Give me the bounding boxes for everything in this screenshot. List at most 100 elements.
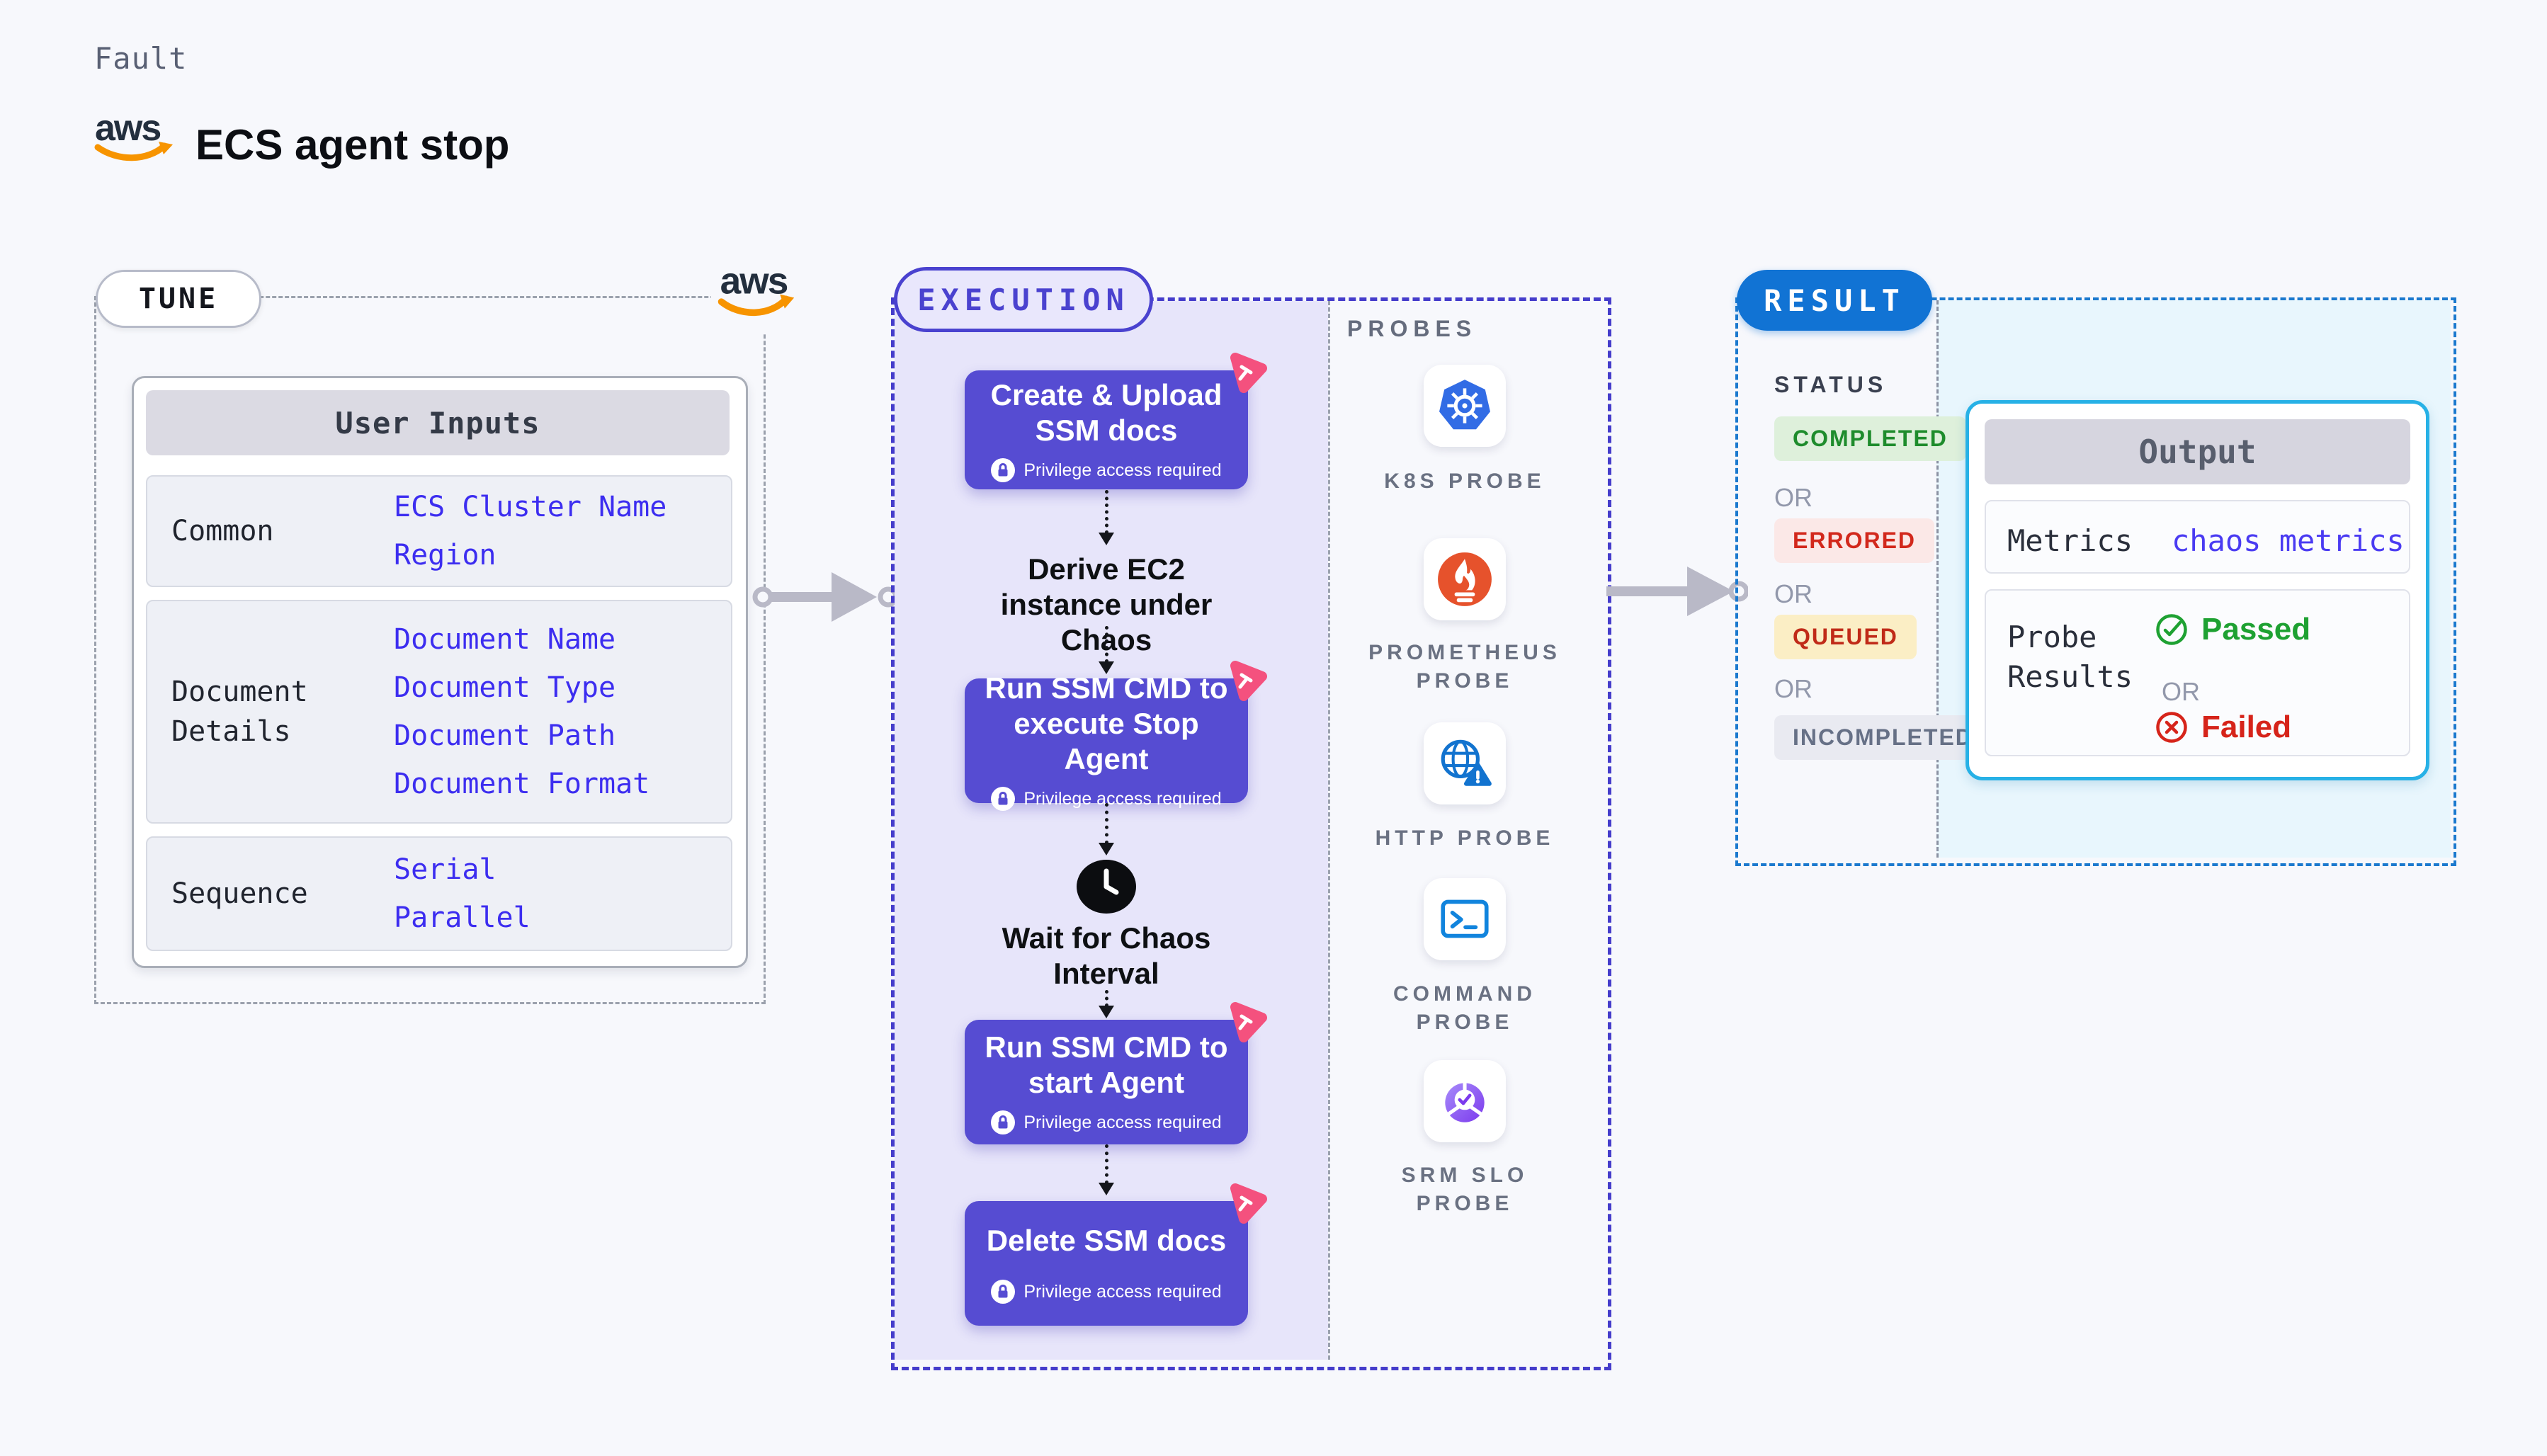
wait-clock-icon xyxy=(1077,860,1136,914)
check-circle-icon xyxy=(2156,614,2187,645)
status-badge-incompleted: INCOMPLETED xyxy=(1774,715,1992,760)
flow-connector xyxy=(1105,626,1108,663)
step-title: Delete SSM docs xyxy=(986,1224,1227,1257)
lock-icon xyxy=(991,458,1016,482)
privilege-badge-label: Privilege access required xyxy=(1023,460,1222,480)
input-value-link[interactable]: Region xyxy=(394,539,497,571)
input-value-link[interactable]: Document Format xyxy=(394,768,650,800)
probes-heading: PROBES xyxy=(1347,316,1477,341)
chaos-arrow-icon xyxy=(1230,1002,1267,1042)
privilege-badge-label: Privilege access required xyxy=(1023,1112,1222,1132)
svg-text:aws: aws xyxy=(95,108,160,149)
flow-connector xyxy=(1105,803,1108,844)
flow-connector xyxy=(1105,1144,1108,1184)
or-separator: OR xyxy=(1774,674,1813,703)
privilege-badge-label: Privilege access required xyxy=(1023,1281,1222,1302)
chaos-metrics-link[interactable]: chaos metrics xyxy=(2172,523,2405,558)
input-group-document-details: Document Details Document Name Document … xyxy=(146,600,732,824)
output-panel: Output Metrics chaos metrics Probe Resul… xyxy=(1965,400,2429,780)
step-create-upload-ssm-docs: Create & Upload SSM docs Privilege acces… xyxy=(965,353,1267,489)
http-globe-icon xyxy=(1441,739,1492,786)
input-group-sequence: Sequence Serial Parallel xyxy=(146,836,732,951)
step-run-ssm-stop-agent: Run SSM CMD to execute Stop Agent Privil… xyxy=(965,661,1267,811)
input-value-link[interactable]: Document Path xyxy=(394,720,616,752)
user-inputs-header: User Inputs xyxy=(146,390,730,455)
passed-result: Passed xyxy=(2155,612,2310,647)
fault-kicker: Fault xyxy=(94,41,188,76)
input-value-link[interactable]: Document Name xyxy=(394,623,616,656)
or-separator: OR xyxy=(1774,483,1813,512)
privilege-badge: Privilege access required xyxy=(991,787,1222,811)
input-value-link[interactable]: Parallel xyxy=(394,902,531,934)
or-separator: OR xyxy=(1774,579,1813,608)
status-badge-queued: QUEUED xyxy=(1774,615,1917,659)
probe-label: K8S PROBE xyxy=(1384,470,1545,493)
page-title: ECS agent stop xyxy=(195,121,510,169)
probe-label: SRM SLO PROBE xyxy=(1401,1164,1528,1215)
probe-results-row: Probe Results Passed OR Failed xyxy=(1985,589,2410,756)
aws-logo-icon: aws xyxy=(94,108,173,161)
svg-text:aws: aws xyxy=(720,261,788,302)
lock-icon xyxy=(991,1280,1016,1304)
output-header: Output xyxy=(1985,419,2410,484)
probe-card-command xyxy=(1424,878,1506,960)
status-badge-errored: ERRORED xyxy=(1774,518,1935,563)
metrics-label: Metrics xyxy=(2007,523,2133,558)
step-run-ssm-start-agent: Run SSM CMD to start Agent Privilege acc… xyxy=(965,1002,1267,1144)
tune-aws-logo: aws xyxy=(711,246,800,333)
lock-icon xyxy=(991,1110,1016,1134)
probe-label: COMMAND PROBE xyxy=(1393,982,1536,1034)
chaos-arrow-icon xyxy=(1230,661,1267,701)
step-title: Create & Upload SSM docs xyxy=(990,378,1223,447)
flow-arrowhead xyxy=(1099,1006,1114,1018)
input-value-link[interactable]: ECS Cluster Name xyxy=(394,491,667,523)
status-heading: STATUS xyxy=(1774,372,1888,397)
result-pill: RESULT xyxy=(1737,270,1932,331)
aws-logo-icon: aws xyxy=(717,261,795,317)
kubernetes-icon xyxy=(1439,380,1490,430)
privilege-badge-label: Privilege access required xyxy=(1023,788,1222,809)
privilege-badge: Privilege access required xyxy=(991,1280,1222,1304)
flow-connector xyxy=(1105,990,1108,1007)
step-delete-ssm-docs: Delete SSM docs Privilege access require… xyxy=(965,1183,1267,1326)
step-title: Run SSM CMD to start Agent xyxy=(985,1030,1228,1099)
input-group-label: Common xyxy=(171,515,274,547)
input-group-common: Common ECS Cluster Name Region xyxy=(146,475,732,587)
x-circle-icon xyxy=(2156,712,2187,743)
step-title: Run SSM CMD to execute Stop Agent xyxy=(985,671,1228,775)
probe-card-srm-slo xyxy=(1424,1060,1506,1142)
probe-card-prometheus xyxy=(1424,538,1506,620)
input-group-values: Document Name Document Type Document Pat… xyxy=(394,601,731,822)
probe-card-k8s xyxy=(1424,365,1506,447)
result-divider xyxy=(1936,300,1939,858)
metrics-row: Metrics chaos metrics xyxy=(1985,500,2410,574)
failed-label: Failed xyxy=(2201,710,2292,744)
input-group-label: Sequence xyxy=(171,877,308,910)
passed-label: Passed xyxy=(2201,612,2311,647)
tune-to-execution-arrow xyxy=(752,572,898,622)
chaos-arrow-icon xyxy=(1230,1183,1267,1224)
probe-results-label: Probe Results xyxy=(2007,620,2133,694)
probe-label: HTTP PROBE xyxy=(1375,826,1555,850)
input-group-label: Document Details xyxy=(171,676,308,748)
lock-icon xyxy=(991,787,1016,811)
probe-label: PROMETHEUS PROBE xyxy=(1368,641,1561,693)
flow-arrowhead xyxy=(1099,843,1114,855)
tune-pill: TUNE xyxy=(96,270,261,328)
execution-pill: EXECUTION xyxy=(894,267,1153,332)
flow-connector xyxy=(1105,490,1108,534)
probes-divider xyxy=(1328,301,1330,1360)
execution-to-result-arrow xyxy=(1606,567,1748,616)
status-badge-completed: COMPLETED xyxy=(1774,416,1966,461)
probe-card-http xyxy=(1424,722,1506,804)
prometheus-icon xyxy=(1438,552,1492,606)
slo-donut-icon xyxy=(1445,1081,1485,1122)
input-value-link[interactable]: Document Type xyxy=(394,671,616,704)
input-group-values: ECS Cluster Name Region xyxy=(394,477,731,586)
terminal-icon xyxy=(1441,899,1489,938)
wait-interval-note: Wait for Chaos Interval xyxy=(1002,921,1211,990)
or-separator: OR xyxy=(2162,677,2200,706)
input-value-link[interactable]: Serial xyxy=(394,853,497,886)
privilege-badge: Privilege access required xyxy=(991,458,1222,482)
